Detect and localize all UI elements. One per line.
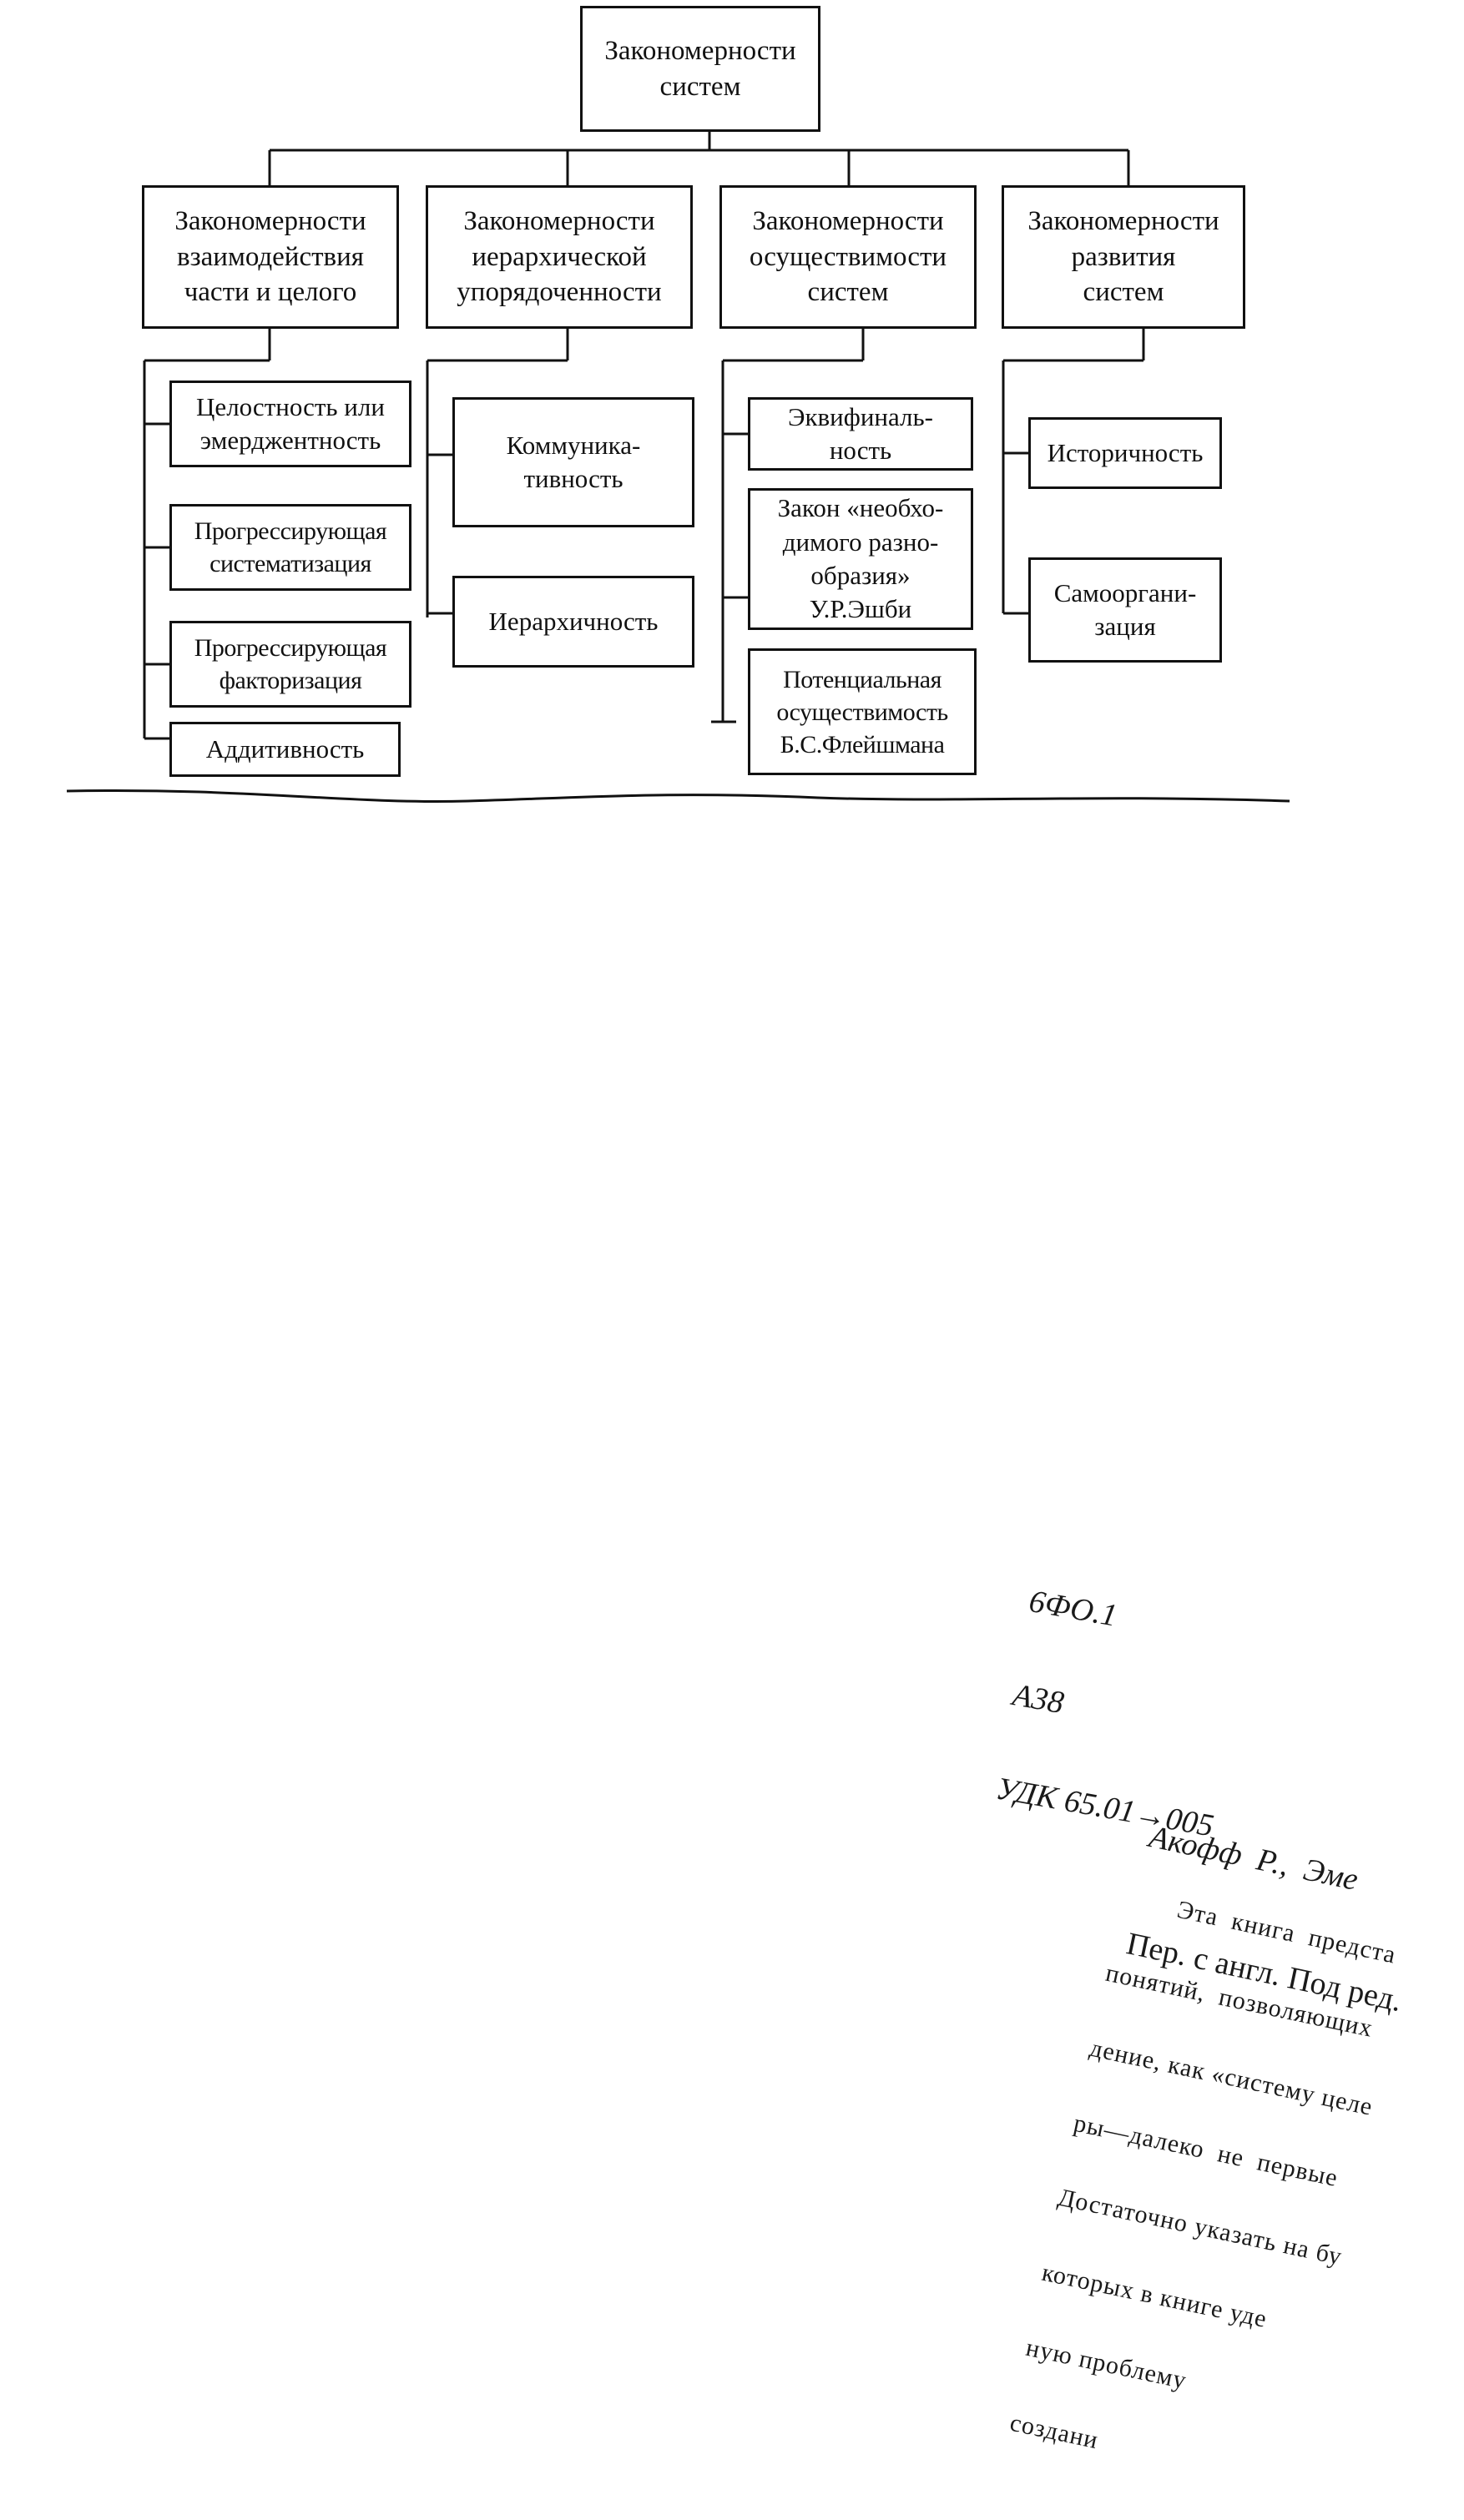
law-box-progressive-systematization: Прогрессирующая систематизация (169, 504, 411, 591)
law-box-additivity: Аддитивность (169, 722, 401, 777)
annotation-line: ную проблему (1023, 2333, 1189, 2395)
annotation-line: которых в книге уде (1039, 2258, 1270, 2334)
law-box-hierarchy: Иерархичность (452, 576, 694, 668)
category-box-feasibility: Закономерности осуществимости систем (719, 185, 977, 329)
diagram-underline (66, 789, 1290, 804)
law-box-equifinality: Эквифиналь- ность (748, 397, 973, 471)
annotation-line: дение, как «систему целе (1087, 2034, 1376, 2121)
annotation-line: ры—далеко не первые (1071, 2109, 1341, 2192)
annotation-line: понятий, позволяющих (1103, 1958, 1376, 2043)
book-annotation: Эта книга предста понятий, позволяющих д… (1002, 1836, 1419, 2520)
law-box-historicity: Историчность (1028, 417, 1222, 489)
law-box-progressive-factorization: Прогрессирующая факторизация (169, 621, 411, 708)
annotation-line: создани (1007, 2408, 1102, 2454)
law-box-communicativity: Коммуника- тивность (452, 397, 694, 527)
root-box: Закономерности систем (580, 6, 820, 132)
annotation-line: Достаточно указать на бу (1055, 2183, 1345, 2271)
law-box-requisite-variety: Закон «необхо- димого разно- образия» У.… (748, 488, 973, 630)
diagram-connectors (66, 132, 1290, 804)
law-box-potential-feasibility: Потенциальная осуществимость Б.С.Флейшма… (748, 648, 977, 775)
law-box-integrity-emergence: Целостность или эмерджентность (169, 381, 411, 467)
stamp-line: 6ФО.1 (1026, 1583, 1120, 1634)
category-box-development: Закономерности развития систем (1002, 185, 1245, 329)
annotation-line: Эта книга предста (1118, 1883, 1399, 1969)
law-box-self-organization: Самооргани- зация (1028, 557, 1222, 663)
category-box-part-whole: Закономерности взаимодействия части и це… (142, 185, 399, 329)
stamp-line: А38 (1010, 1677, 1067, 1721)
category-box-hierarchy: Закономерности иерархической упорядоченн… (426, 185, 693, 329)
